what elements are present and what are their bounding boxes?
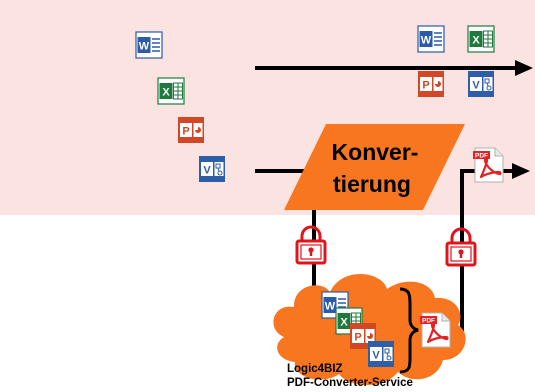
background-band (0, 0, 535, 215)
service-name-line1: Logic4BIZ (287, 363, 343, 375)
conversion-process-shape (284, 124, 465, 210)
pdf-icon (418, 311, 452, 349)
visio-icon (367, 340, 395, 368)
output-arrowhead (512, 163, 530, 179)
passthrough-arrowhead (515, 60, 533, 76)
powerpoint-icon (178, 117, 204, 143)
visio-icon (467, 70, 495, 98)
powerpoint-icon (418, 71, 444, 97)
process-label-line1: Konver- (332, 139, 419, 165)
pdf-output-group (471, 146, 505, 184)
grouping-brace (399, 287, 419, 374)
service-name-line2: PDF-Converter-Service (287, 377, 413, 389)
visio-icon (198, 155, 226, 183)
word-icon (135, 31, 163, 59)
padlock-icon (295, 225, 327, 265)
word-icon (417, 25, 445, 53)
excel-icon (467, 25, 495, 53)
excel-icon (157, 77, 185, 105)
pdf-icon (471, 146, 505, 184)
pdf-result-group (418, 311, 452, 349)
process-label-line2: tierung (333, 171, 411, 197)
